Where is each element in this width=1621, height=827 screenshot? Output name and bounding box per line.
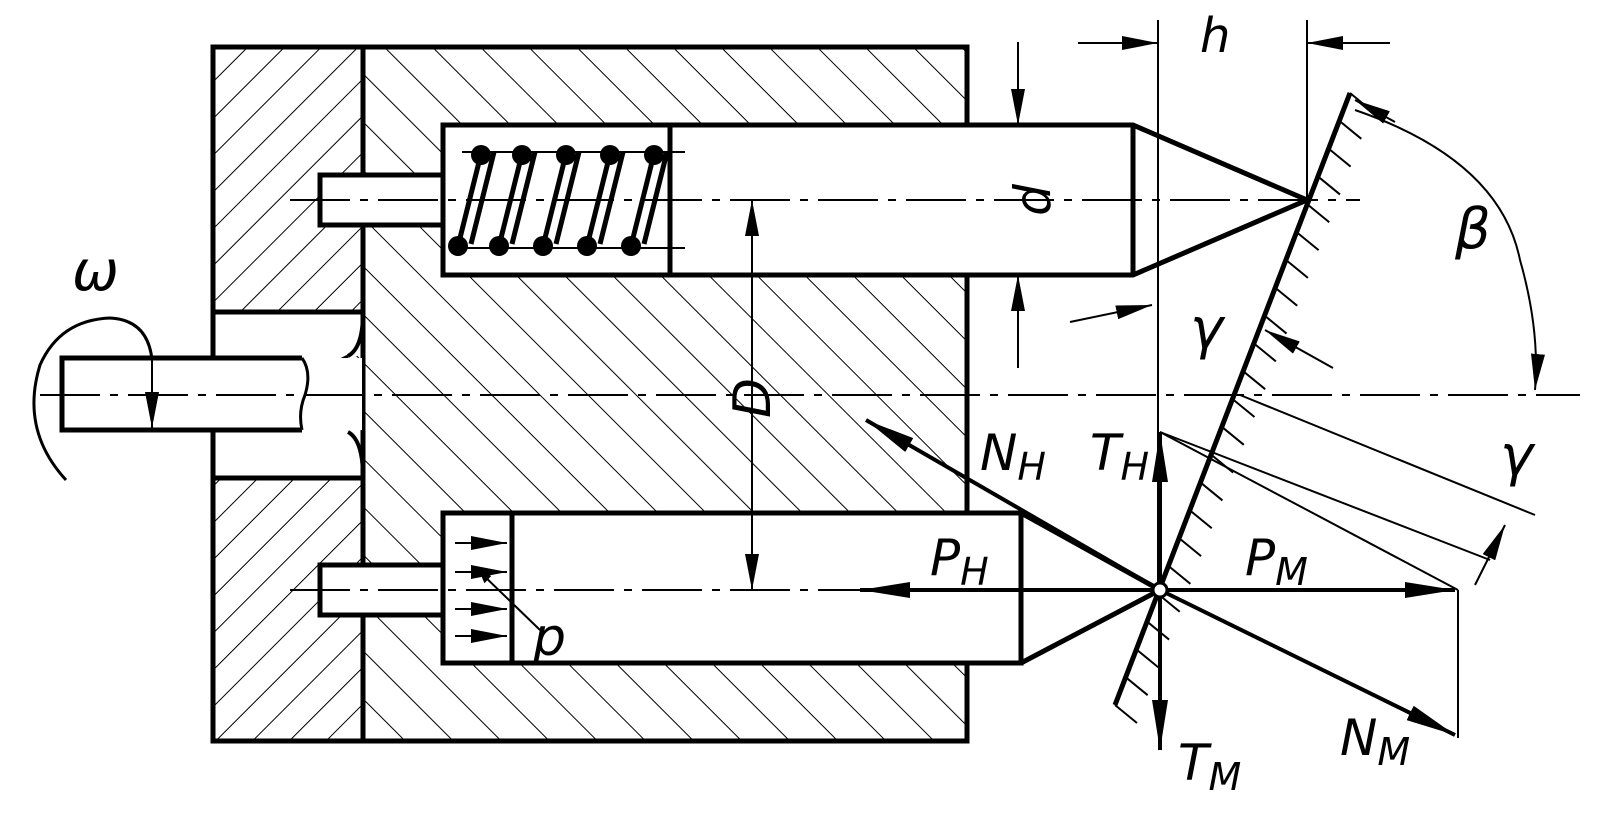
svg-text:NH: NH: [980, 424, 1046, 489]
label-omega: ω: [72, 239, 119, 304]
label-P-M: P: [1245, 529, 1276, 587]
surface-hatch-tick: [1328, 147, 1352, 168]
surface-hatch-tick: [1125, 676, 1149, 696]
svg-text:TH: TH: [1090, 424, 1149, 489]
label-N-M-sub: M: [1377, 730, 1410, 774]
surface-hatch-tick: [1167, 565, 1192, 585]
surface-hatch-tick: [1285, 259, 1309, 279]
label-T-H: T: [1090, 424, 1124, 482]
surface-hatch-tick: [1317, 175, 1341, 196]
label-T-H-sub: H: [1121, 445, 1150, 489]
svg-text:NM: NM: [1340, 709, 1410, 774]
surface-hatch-tick: [1274, 286, 1298, 307]
label-P-H-sub: H: [960, 550, 989, 594]
surface-hatch-tick: [1338, 120, 1362, 140]
label-P-M-sub: M: [1275, 550, 1308, 594]
label-T-M: T: [1178, 734, 1212, 792]
rotation-arrow: [32, 316, 159, 482]
surface-hatch-tick: [1253, 342, 1277, 363]
surface-hatch-tick: [1114, 704, 1138, 724]
surface-hatch-tick: [1178, 537, 1202, 557]
label-gamma-top: γ: [1190, 297, 1226, 362]
label-d: d: [1004, 184, 1062, 216]
label-p: p: [532, 608, 566, 668]
surface-hatch-tick: [1242, 370, 1266, 390]
label-beta: β: [1454, 197, 1491, 262]
surface-hatch-tick: [1295, 231, 1320, 251]
label-N-H-sub: H: [1017, 445, 1046, 489]
labels: ω h d D β γ γ p NH TH PH PM TM NM: [72, 8, 1536, 799]
surface-hatch-tick: [1306, 203, 1330, 224]
label-gamma-right: γ: [1500, 424, 1536, 489]
dimensions: [745, 20, 1545, 590]
surface-hatch-tick: [1135, 648, 1159, 669]
label-N-M: N: [1340, 709, 1377, 767]
surface-hatch-tick: [1199, 481, 1224, 502]
svg-text:TM: TM: [1178, 734, 1241, 799]
label-T-M-sub: M: [1209, 755, 1242, 799]
label-P-H: P: [930, 529, 961, 587]
svg-text:PM: PM: [1245, 529, 1308, 594]
forces: [860, 418, 1459, 750]
svg-text:PH: PH: [930, 529, 989, 594]
pressure-arrows: [455, 536, 541, 643]
label-N-H: N: [980, 424, 1017, 482]
surface-hatch-tick: [1189, 509, 1213, 530]
surface-hatch-tick: [1221, 426, 1245, 446]
label-h: h: [1200, 8, 1230, 64]
upper-bore: [317, 122, 1314, 278]
surface-hatch-tick: [1231, 398, 1256, 418]
label-D: D: [723, 378, 783, 418]
